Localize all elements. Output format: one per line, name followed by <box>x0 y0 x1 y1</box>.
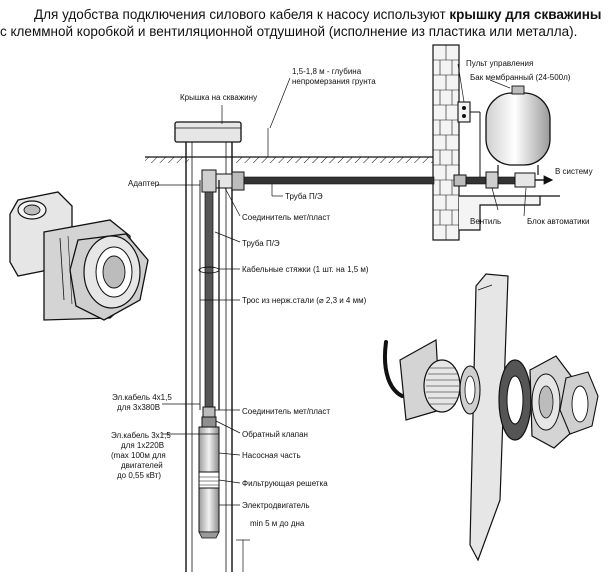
label-adapter: Адаптер <box>128 179 160 188</box>
label-pump-part: Насосная часть <box>242 451 301 460</box>
label-depth-line2: непромерзания грунта <box>292 77 376 86</box>
well-casing <box>185 142 233 572</box>
label-tank: Бак мембранный (24-500л) <box>470 73 571 82</box>
submersible-pump <box>198 426 220 539</box>
caption-line-1-bold: крышку для скважины <box>449 7 602 22</box>
pitless-adapter <box>201 169 245 193</box>
drop-pipe-assembly <box>198 180 220 410</box>
label-control-panel: Пульт управления <box>466 59 533 68</box>
control-panel-box <box>457 101 481 177</box>
label-automation-block: Блок автоматики <box>527 217 590 226</box>
ground-surface <box>145 156 433 163</box>
caption-line-1: Для удобства подключения силового кабеля… <box>0 6 612 23</box>
label-cable-4x-line2: для 3х380В <box>117 403 160 412</box>
label-pe-pipe-vertical: Труба П/Э <box>242 239 280 248</box>
caption-line-1-text: Для удобства подключения силового кабеля… <box>34 7 450 22</box>
label-well-cap: Крышка на скважину <box>180 93 257 102</box>
label-cable-3x-line4: двигателей <box>121 461 163 470</box>
label-cable-3x-line3: (max 100м для <box>111 451 166 460</box>
label-filter-grid: Фильтрующая решетка <box>242 479 328 488</box>
label-cable-3x-line1: Эл.кабель 3х1,5 <box>111 431 171 440</box>
label-connector-top: Соединитель мет/пласт <box>242 213 330 222</box>
exploded-assembly <box>383 273 599 562</box>
label-steel-rope: Трос из нерж.стали (⌀ 2,3 и 4 мм) <box>242 296 367 305</box>
label-cable-ties: Кабельные стяжки (1 шт. на 1,5 м) <box>242 265 369 274</box>
label-pe-pipe-horizontal: Труба П/Э <box>285 192 323 201</box>
brick-wall <box>432 44 460 241</box>
label-cable-4x-line1: Эл.кабель 4х1,5 <box>112 393 172 402</box>
bottom-connector <box>201 406 217 428</box>
caption: Для удобства подключения силового кабеля… <box>0 6 612 40</box>
label-valve: Вентиль <box>470 217 501 226</box>
caption-line-2: с клеммной коробкой и вентиляционной отд… <box>0 24 578 39</box>
label-depth-line1: 1,5-1,8 м - глубина <box>292 67 362 76</box>
label-cable-3x-line2: для 1х220В <box>121 441 164 450</box>
label-to-system: В систему <box>555 167 593 176</box>
label-motor: Электродвигатель <box>242 501 310 510</box>
label-check-valve: Обратный клапан <box>242 430 308 439</box>
leader-lines <box>157 63 527 572</box>
label-cable-3x-line5: до 0,55 кВт) <box>117 471 161 480</box>
horizontal-pipe <box>243 171 548 189</box>
well-cap <box>174 121 242 143</box>
adapter-illustration <box>9 191 149 321</box>
house-floor <box>459 195 560 231</box>
membrane-tank <box>485 85 551 175</box>
label-min-depth: min 5 м до дна <box>250 519 305 528</box>
label-connector-bottom: Соединитель мет/пласт <box>242 407 330 416</box>
